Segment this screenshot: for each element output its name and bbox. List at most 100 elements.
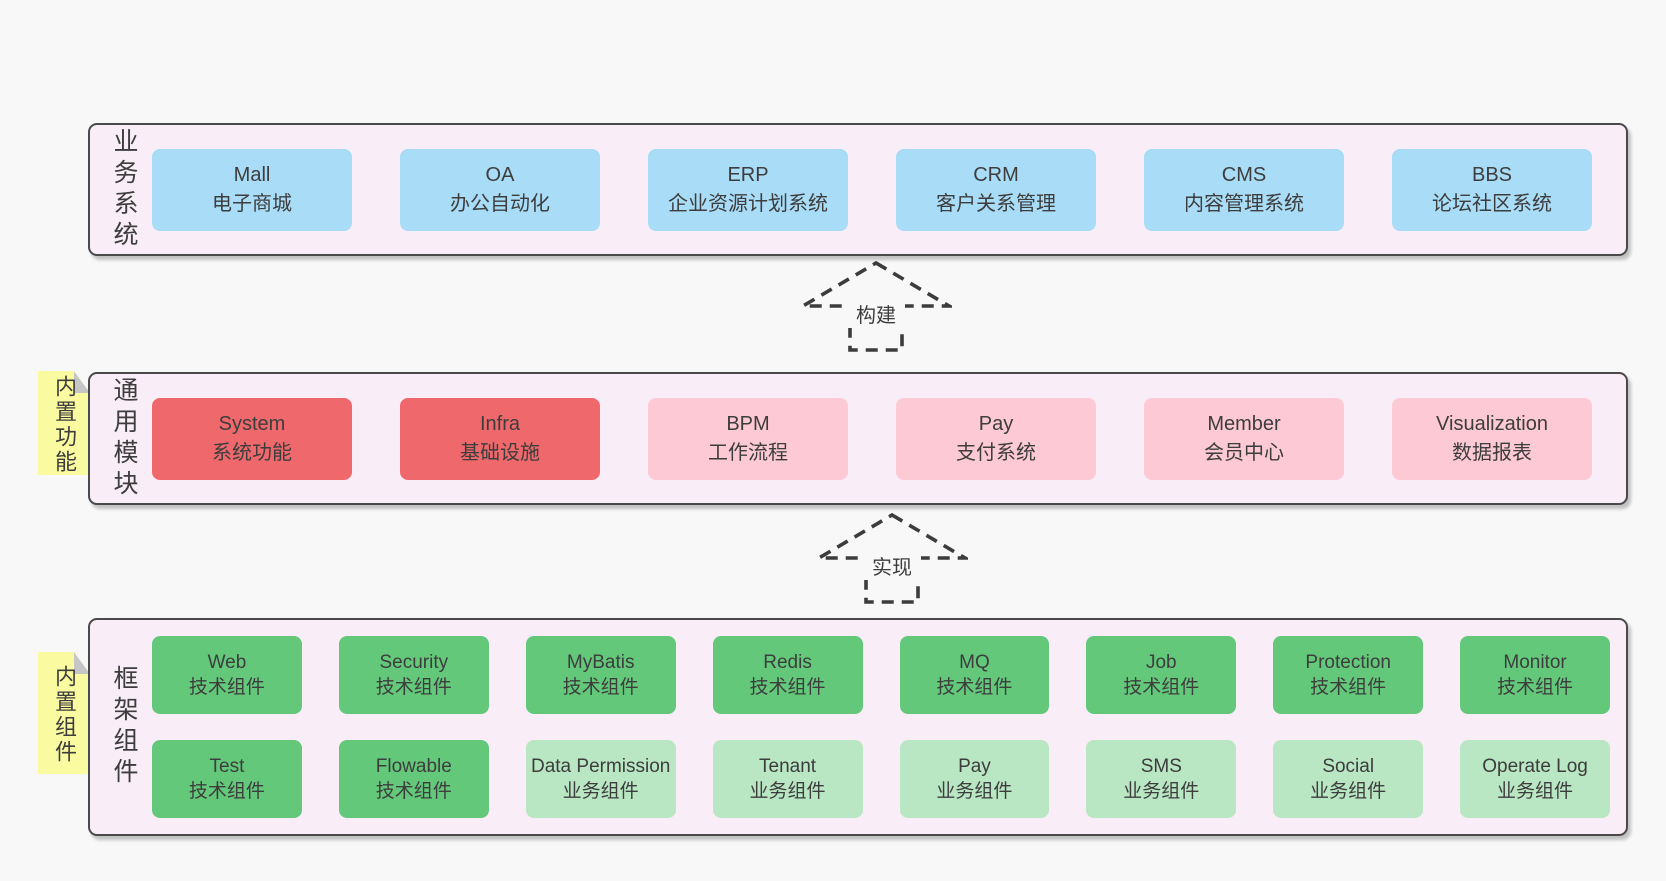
box-title: BPM [726,412,770,435]
build-arrow-label: 构建 [856,304,896,327]
builtin-feature-note-label: 内置功能 [52,375,77,476]
box-title: System [218,412,286,435]
box-erp: ERP 企业资源计划系统 [648,148,848,231]
box-subtitle: 技术组件 [1497,677,1574,698]
box-cms: CMS 内容管理系统 [1144,148,1344,231]
box-subtitle: 业务组件 [936,781,1013,802]
box-subtitle: 业务组件 [1123,781,1200,802]
box-redis: Redis 技术组件 [712,636,863,714]
box-title: Redis [763,651,812,673]
framework-row-1: Web 技术组件 Security 技术组件 MyBatis 技术组件 Redi… [152,636,1610,714]
modules-layer-label: 通用模块 [110,376,138,501]
modules-layer-panel: 通用模块 System 系统功能 Infra 基础设施 BPM 工作流程 Pay… [88,372,1628,505]
box-subtitle: 企业资源计划系统 [668,192,828,215]
box-subtitle: 电子商城 [212,192,292,215]
box-subtitle: 业务组件 [749,781,826,802]
box-title: ERP [727,163,769,186]
box-title: Pay [978,412,1014,435]
box-subtitle: 基础设施 [460,441,540,464]
box-title: SMS [1140,755,1182,777]
box-title: Operate Log [1482,755,1588,777]
box-subtitle: 技术组件 [188,781,265,802]
box-system: System 系统功能 [152,397,352,480]
box-mall: Mall 电子商城 [152,148,352,231]
box-title: MQ [959,651,990,673]
box-monitor: Monitor 技术组件 [1460,636,1610,714]
box-tenant: Tenant 业务组件 [712,740,863,818]
box-title: OA [485,163,515,186]
box-visualization: Visualization 数据报表 [1392,397,1592,480]
box-title: Web [207,651,247,673]
box-title: Data Permission [530,755,671,777]
box-mybatis: MyBatis 技术组件 [525,636,676,714]
framework-layer-label: 框架组件 [110,665,138,789]
dashed-up-arrow-shape [816,512,968,604]
box-bpm: BPM 工作流程 [648,397,848,480]
box-subtitle: 办公自动化 [450,192,550,215]
box-title: CMS [1221,163,1267,186]
box-title: Member [1207,412,1281,435]
box-subtitle: 业务组件 [1497,781,1574,802]
box-title: BBS [1471,163,1513,186]
box-security: Security 技术组件 [338,636,489,714]
framework-rows: Web 技术组件 Security 技术组件 MyBatis 技术组件 Redi… [152,620,1610,834]
box-sms: SMS 业务组件 [1086,740,1237,818]
box-subtitle: 系统功能 [212,441,292,464]
box-subtitle: 工作流程 [708,441,788,464]
box-pay-biz: Pay 业务组件 [899,740,1050,818]
box-subtitle: 客户关系管理 [936,192,1056,215]
box-subtitle: 数据报表 [1452,441,1532,464]
box-subtitle: 支付系统 [956,441,1036,464]
box-title: Infra [479,412,521,435]
box-title: Tenant [759,755,817,777]
box-subtitle: 技术组件 [1310,677,1387,698]
implement-arrow: 实现 [816,512,968,604]
box-operate-log: Operate Log 业务组件 [1460,740,1610,818]
business-boxes-row: Mall 电子商城 OA 办公自动化 ERP 企业资源计划系统 CRM 客户关系… [152,125,1610,254]
box-flowable: Flowable 技术组件 [338,740,489,818]
box-subtitle: 技术组件 [1123,677,1200,698]
build-arrow: 构建 [800,260,952,352]
box-subtitle: 业务组件 [1310,781,1387,802]
box-subtitle: 技术组件 [936,677,1013,698]
box-title: Mall [233,163,271,186]
box-title: Flowable [375,755,452,777]
modules-boxes-row: System 系统功能 Infra 基础设施 BPM 工作流程 Pay 支付系统… [152,374,1610,503]
box-oa: OA 办公自动化 [400,148,600,231]
box-title: Security [379,651,449,673]
builtin-component-note-label: 内置组件 [52,665,77,766]
box-title: Protection [1305,651,1391,673]
box-mq: MQ 技术组件 [899,636,1050,714]
box-title: Pay [958,755,991,777]
box-subtitle: 技术组件 [749,677,826,698]
box-job: Job 技术组件 [1086,636,1237,714]
box-subtitle: 论坛社区系统 [1432,192,1552,215]
box-subtitle: 业务组件 [562,781,639,802]
business-layer-label: 业务系统 [110,127,138,252]
box-title: Social [1322,755,1375,777]
business-layer-panel: 业务系统 Mall 电子商城 OA 办公自动化 ERP 企业资源计划系统 CRM… [88,123,1628,256]
implement-arrow-label: 实现 [872,556,912,579]
box-title: CRM [973,163,1019,186]
builtin-component-note: 内置组件 [38,652,90,774]
box-subtitle: 技术组件 [375,677,452,698]
box-infra: Infra 基础设施 [400,397,600,480]
box-pay-system: Pay 支付系统 [896,397,1096,480]
box-web: Web 技术组件 [152,636,302,714]
box-title: Test [209,755,245,777]
box-protection: Protection 技术组件 [1273,636,1424,714]
box-title: Monitor [1503,651,1567,673]
box-subtitle: 技术组件 [562,677,639,698]
dashed-up-arrow-shape [800,260,952,352]
box-title: MyBatis [566,651,635,673]
framework-layer-panel: 框架组件 Web 技术组件 Security 技术组件 MyBatis 技术组件… [88,618,1628,836]
box-crm: CRM 客户关系管理 [896,148,1096,231]
box-subtitle: 技术组件 [188,677,265,698]
framework-row-2: Test 技术组件 Flowable 技术组件 Data Permission … [152,740,1610,818]
builtin-feature-note: 内置功能 [38,371,90,475]
box-social: Social 业务组件 [1273,740,1424,818]
box-title: Visualization [1436,412,1548,435]
box-subtitle: 内容管理系统 [1184,192,1304,215]
box-subtitle: 会员中心 [1204,441,1284,464]
